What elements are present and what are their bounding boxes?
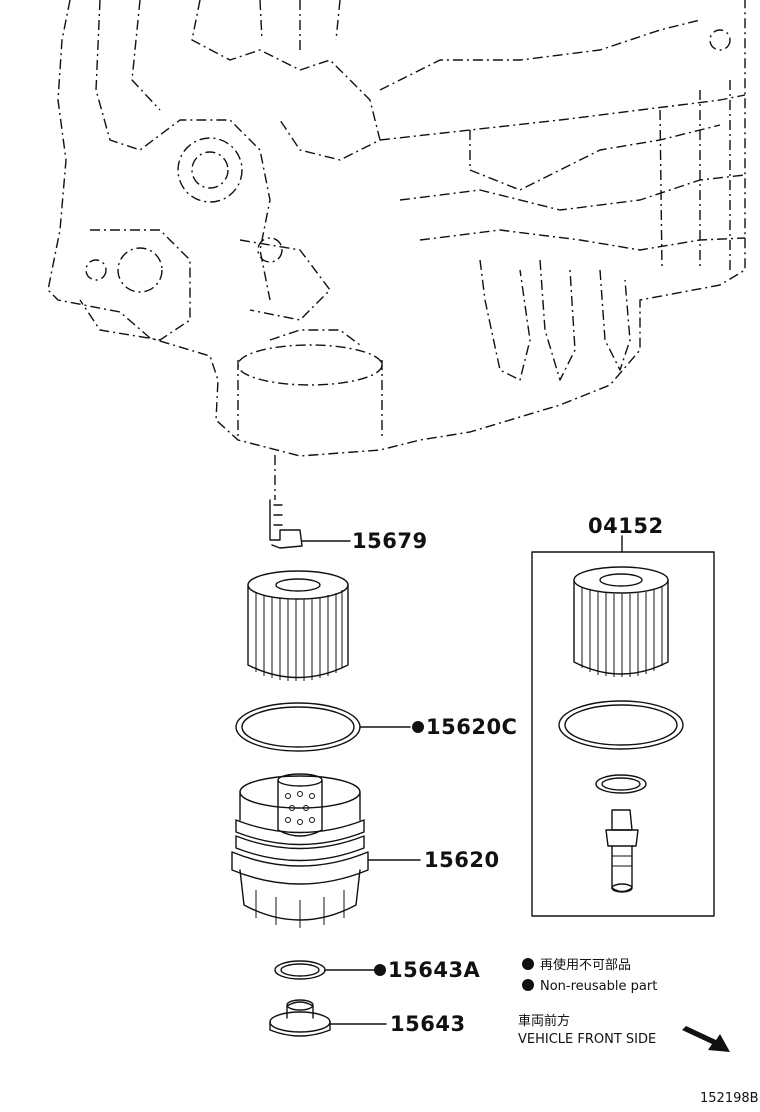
legend: 再使用不可部品 Non-reusable part 車両前方 VEHICLE F… — [518, 957, 730, 1052]
legend-front-en: VEHICLE FRONT SIDE — [518, 1032, 656, 1047]
legend-front-jp: 車両前方 — [518, 1013, 570, 1029]
figure-id: 152198B — [700, 1091, 759, 1106]
o-ring-15620C — [235, 702, 424, 752]
legend-nonreusable-en: Non-reusable part — [540, 979, 657, 994]
filter-cap-15620 — [231, 773, 421, 928]
kit-o-ring — [558, 700, 684, 750]
callout-15643: 15643 — [390, 1012, 466, 1036]
kit-drain-pipe — [605, 809, 639, 893]
kit-04152 — [531, 535, 715, 917]
legend-nonreusable-jp: 再使用不可部品 — [540, 957, 631, 973]
drain-fitting-15679 — [269, 499, 351, 549]
cap-holes — [285, 791, 315, 825]
callout-15679: 15679 — [352, 529, 428, 553]
nonreusable-marker-jp — [522, 958, 534, 970]
oil-filter-element — [247, 570, 349, 681]
kit-small-gasket — [595, 774, 647, 794]
front-direction-arrow-icon — [682, 1026, 730, 1052]
callout-15643A: 15643A — [388, 958, 481, 982]
callout-15620: 15620 — [424, 848, 500, 872]
engine-block-phantom — [47, 0, 746, 457]
drain-plug-15643 — [269, 999, 387, 1037]
nonreusable-marker-en — [522, 979, 534, 991]
callout-04152: 04152 — [588, 514, 664, 538]
callout-15620C: 15620C — [426, 715, 517, 739]
gasket-15643A — [274, 960, 386, 980]
kit-filter-element — [573, 566, 669, 677]
